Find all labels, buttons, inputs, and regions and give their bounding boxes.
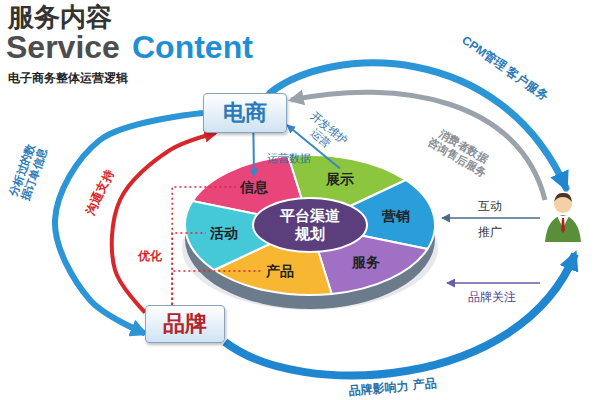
title-english: Service — [6, 31, 120, 63]
node-text: 服务 — [352, 254, 380, 271]
ops-data-arrow — [252, 133, 255, 177]
title-english: Content — [132, 31, 253, 63]
arrow-label: 品牌关注 — [468, 290, 516, 304]
segment-label: 服务 — [348, 252, 384, 273]
segment-label: 展示 — [322, 169, 358, 190]
channel-box: 电商 — [203, 93, 287, 133]
customer-hair — [554, 193, 572, 202]
support-arc — [112, 133, 216, 312]
arrow-label: 推广 — [478, 225, 502, 239]
diagram-title: 服务内容 — [8, 4, 112, 30]
interaction-arrow — [442, 217, 540, 219]
bracket-label: 优化 — [138, 249, 162, 263]
customer-tie — [561, 218, 565, 233]
segment-label: 营销 — [378, 206, 414, 227]
arc-label: CPM管理 客户服务 — [459, 33, 551, 103]
node-text: 营销 — [382, 208, 410, 225]
hub-outline — [253, 198, 367, 252]
optimize-line — [172, 233, 206, 305]
brand-box: 品牌 — [145, 305, 225, 343]
customer-icon — [545, 193, 581, 242]
node-text: 电商 — [223, 100, 267, 126]
node-text: 产品 — [266, 263, 294, 280]
node-text: 品牌 — [163, 311, 207, 337]
feedback-arc — [291, 92, 545, 200]
edge-label: 沟通支持 — [83, 167, 116, 217]
subtitle: 电子商务整体运营逻辑 — [8, 72, 128, 86]
customer-body — [545, 215, 581, 242]
arc-label: 品牌影响力 产品 — [348, 376, 436, 398]
optimize-line — [172, 271, 262, 305]
hub-ellipse: 平台渠道 规划 — [252, 197, 368, 253]
arrow-label: 互动 — [478, 199, 502, 213]
optimize-line — [172, 187, 236, 305]
node-text: 信息 — [240, 179, 268, 196]
brand-arc — [225, 254, 575, 376]
edge-label: 开发维护 运营 — [297, 107, 352, 159]
edge-label: 运营数据 — [267, 152, 311, 165]
node-text: 平台渠道 规划 — [278, 207, 343, 243]
node-text: 活动 — [210, 225, 238, 242]
attention-arrow — [447, 282, 540, 284]
segment-label: 活动 — [206, 223, 242, 244]
arc-label: 消费者数据 咨询售后服务 — [424, 124, 496, 181]
edge-label: 分析过的数 据订单信息 — [6, 141, 50, 204]
segment-label: 信息 — [236, 177, 272, 198]
segment-label: 产品 — [262, 261, 298, 282]
node-text: 展示 — [326, 171, 354, 188]
pie-wedges — [185, 155, 435, 295]
